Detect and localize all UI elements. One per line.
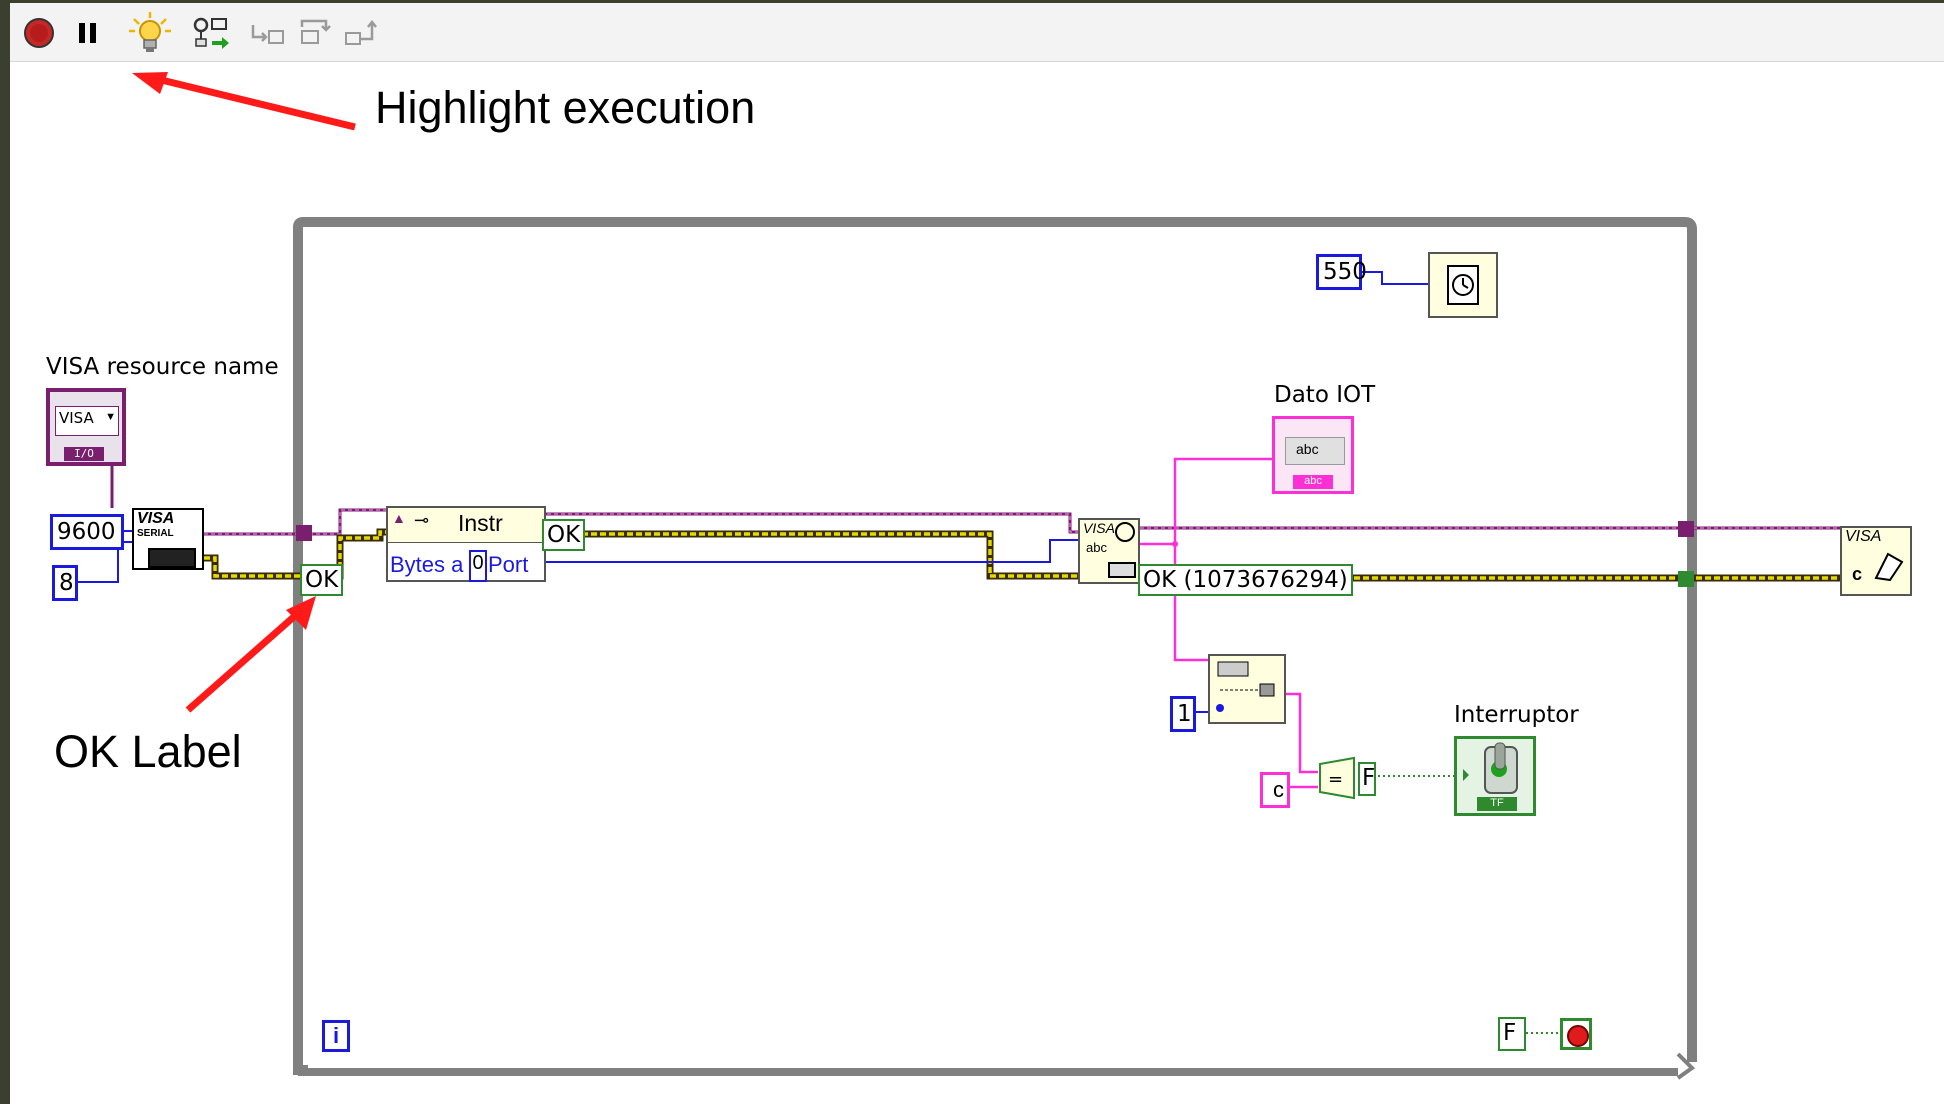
read-node-subtitle: abc xyxy=(1086,540,1107,555)
property-node-class: Instr xyxy=(458,510,503,536)
while-loop-border xyxy=(293,217,1697,1075)
io-footer: I/O xyxy=(64,447,104,461)
lightbulb-icon xyxy=(129,12,171,52)
close-icon xyxy=(1874,552,1904,582)
property-node-key-icon: ⊸ xyxy=(414,510,430,530)
clock-icon xyxy=(1115,522,1135,542)
string-c-text: c xyxy=(1273,777,1284,802)
ok-error-out-label[interactable]: OK (1073676294) xyxy=(1138,564,1353,596)
visa-configure-serial-node[interactable]: VISA SERIAL xyxy=(132,508,204,570)
dato-iot-indicator[interactable]: abc abc xyxy=(1272,416,1354,494)
wait-timer-icon xyxy=(1447,265,1479,305)
dato-iot-label: Dato IOT xyxy=(1274,382,1376,408)
wait-ms-constant[interactable]: 550 xyxy=(1316,254,1367,290)
svg-text:=: = xyxy=(1328,769,1343,790)
wait-ms-node[interactable] xyxy=(1428,252,1498,318)
dropdown-arrow-icon: ▼ xyxy=(105,411,116,423)
execution-toolbar xyxy=(10,3,1944,62)
property-index-constant: 0 xyxy=(469,550,487,582)
ok-label-arrow xyxy=(185,604,308,713)
ok-error-cluster-label[interactable]: OK xyxy=(300,564,344,596)
dato-iot-text: abc xyxy=(1296,441,1319,457)
window-frame-top xyxy=(0,0,1944,3)
property-node-home-icon: ▲ xyxy=(392,510,406,526)
read-node-title: VISA xyxy=(1083,520,1115,536)
interruptor-control[interactable]: TF xyxy=(1454,736,1536,816)
pause-icon xyxy=(79,23,96,43)
visa-resource-name-control[interactable]: VISA ▼ I/O xyxy=(46,388,126,466)
probe-icon xyxy=(193,17,229,49)
property-bytes-at-port: Bytes a xyxy=(390,552,464,577)
equal-triangle-icon: = xyxy=(1319,756,1355,800)
property-node-ok-indicator[interactable]: OK xyxy=(542,519,586,551)
block-diagram-canvas[interactable]: Highlight execution OK Label VISA resour… xyxy=(10,62,1944,1104)
step-out-button[interactable] xyxy=(344,17,380,49)
subset-offset-constant[interactable]: 1 xyxy=(1170,696,1196,732)
visa-tunnel-out xyxy=(1678,521,1694,537)
ok-label-annotation: OK Label xyxy=(54,726,242,777)
compare-result-indicator[interactable]: F xyxy=(1358,762,1376,796)
iteration-terminal[interactable]: i xyxy=(322,1020,350,1052)
step-over-button[interactable] xyxy=(298,17,334,49)
step-into-icon xyxy=(251,25,284,44)
visa-tunnel-in xyxy=(296,525,312,541)
visa-resource-name-label: VISA resource name xyxy=(46,354,279,380)
data-bits-constant[interactable]: 8 xyxy=(52,565,78,601)
property-port: Port xyxy=(488,552,529,577)
string-c-constant[interactable]: c xyxy=(1260,772,1290,808)
step-over-icon xyxy=(300,19,331,44)
visa-resource-text: VISA xyxy=(59,409,94,427)
visa-read-node[interactable]: VISA abc xyxy=(1078,518,1140,584)
highlight-execution-button[interactable] xyxy=(128,11,172,55)
string-subset-icon xyxy=(1216,661,1275,712)
interruptor-label: Interruptor xyxy=(1454,702,1579,728)
string-subset-node[interactable] xyxy=(1208,654,1286,724)
baud-rate-constant[interactable]: 9600 xyxy=(50,514,124,550)
read-node-connector-icon xyxy=(1108,562,1136,578)
dato-iot-footer: abc xyxy=(1293,475,1333,489)
serial-node-title: VISA xyxy=(137,510,175,527)
toggle-switch-icon xyxy=(1463,742,1518,794)
equal-comparison-node[interactable]: = xyxy=(1318,756,1358,800)
step-into-button[interactable] xyxy=(250,19,286,49)
highlight-execution-annotation: Highlight execution xyxy=(375,82,756,133)
pause-button[interactable] xyxy=(76,20,100,46)
step-out-icon xyxy=(345,19,377,45)
serial-node-subtitle: SERIAL xyxy=(137,528,174,539)
serial-connector-icon xyxy=(148,548,196,568)
close-node-title: VISA xyxy=(1845,528,1882,545)
visa-property-node[interactable]: ▲ ⊸ Instr Bytes a 0 Port xyxy=(386,506,546,582)
window-frame-left xyxy=(0,0,10,1104)
error-tunnel-out xyxy=(1678,571,1694,587)
interruptor-footer: TF xyxy=(1477,797,1517,811)
stop-icon xyxy=(24,18,54,48)
stop-sign-icon xyxy=(1567,1025,1589,1047)
close-node-subtitle: c xyxy=(1852,564,1863,584)
loop-stop-false-constant[interactable]: F xyxy=(1498,1017,1526,1051)
highlight-arrow xyxy=(144,72,356,131)
loop-condition-terminal[interactable] xyxy=(1560,1018,1592,1050)
visa-close-node[interactable]: VISA c xyxy=(1840,526,1912,596)
iteration-terminal-text: i xyxy=(333,1023,340,1048)
abort-execution-button[interactable] xyxy=(23,17,55,49)
retain-wire-values-button[interactable] xyxy=(192,15,232,51)
